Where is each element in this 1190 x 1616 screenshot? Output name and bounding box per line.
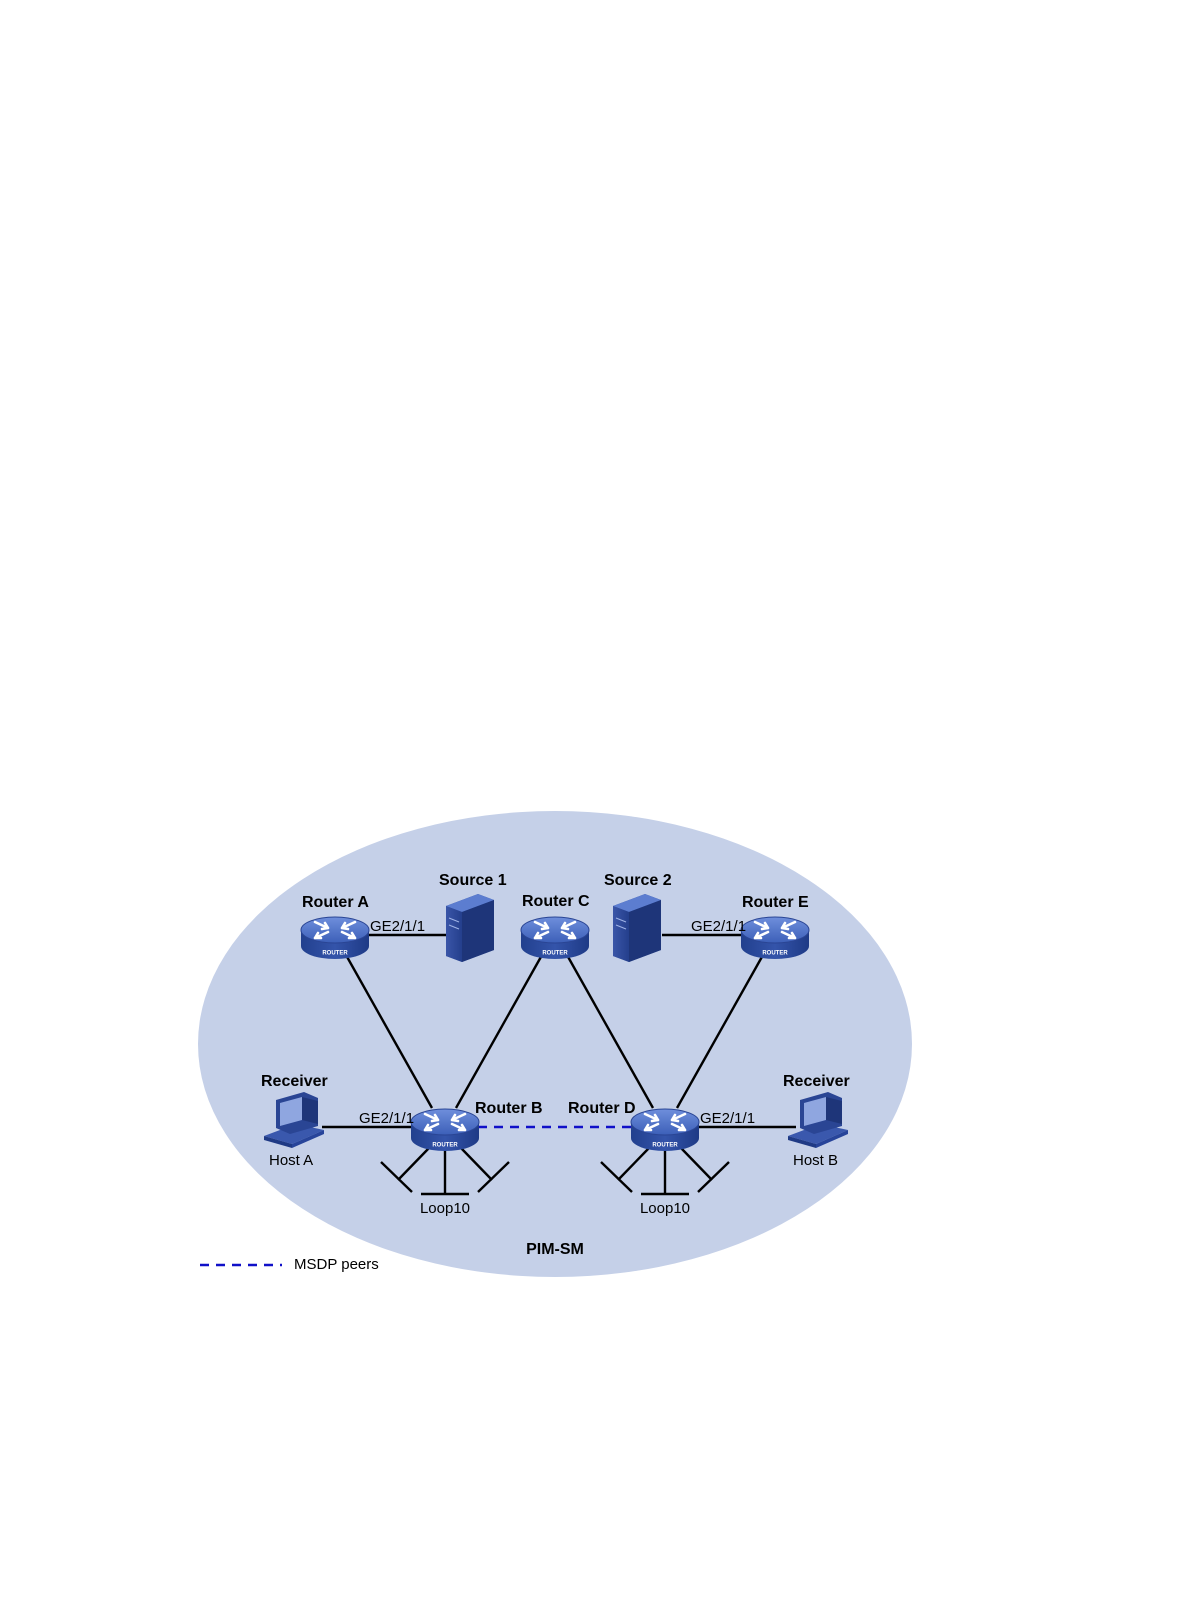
router-d-badge: ROUTER bbox=[652, 1143, 678, 1149]
host-b-label: Host B bbox=[793, 1152, 838, 1169]
router-c-badge: ROUTER bbox=[542, 951, 568, 957]
loopback-rd-label: Loop10 bbox=[640, 1200, 690, 1217]
host-a-label: Host A bbox=[269, 1152, 313, 1169]
router-d-label: Router D bbox=[568, 1100, 636, 1117]
legend-msdp-label: MSDP peers bbox=[294, 1256, 379, 1273]
pim-sm-domain bbox=[198, 811, 912, 1277]
source-1-label: Source 1 bbox=[439, 872, 507, 889]
source-1-server-icon bbox=[446, 894, 494, 962]
router-b-icon: ROUTER bbox=[411, 1109, 479, 1151]
router-b-label: Router B bbox=[475, 1100, 543, 1117]
interface-ra-label: GE2/1/1 bbox=[370, 918, 425, 935]
interface-rd-label: GE2/1/1 bbox=[700, 1110, 755, 1127]
host-a-role-label: Receiver bbox=[261, 1073, 328, 1090]
router-e-icon: ROUTER bbox=[741, 917, 809, 959]
loopback-rb-label: Loop10 bbox=[420, 1200, 470, 1217]
source-2-label: Source 2 bbox=[604, 872, 672, 889]
interface-rb-label: GE2/1/1 bbox=[359, 1110, 414, 1127]
router-e-label: Router E bbox=[742, 894, 809, 911]
router-a-icon: ROUTER bbox=[301, 917, 369, 959]
router-a-label: Router A bbox=[302, 894, 369, 911]
legend: MSDP peers bbox=[200, 1256, 379, 1273]
router-c-icon: ROUTER bbox=[521, 917, 589, 959]
interface-re-label: GE2/1/1 bbox=[691, 918, 746, 935]
host-b-role-label: Receiver bbox=[783, 1073, 850, 1090]
router-c-label: Router C bbox=[522, 893, 590, 910]
source-2-server-icon bbox=[613, 894, 661, 962]
domain-label: PIM-SM bbox=[526, 1241, 584, 1258]
router-a-badge: ROUTER bbox=[322, 951, 348, 957]
router-e-badge: ROUTER bbox=[762, 951, 788, 957]
router-d-icon: ROUTER bbox=[631, 1109, 699, 1151]
router-b-badge: ROUTER bbox=[432, 1143, 458, 1149]
